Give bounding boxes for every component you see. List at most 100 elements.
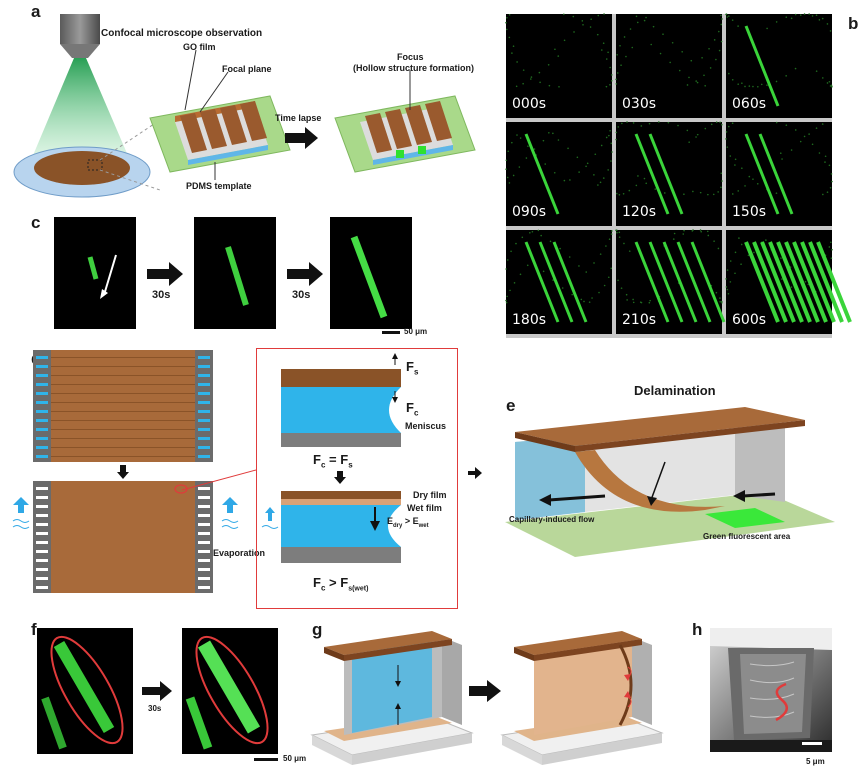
meniscus-label: Meniscus: [405, 421, 447, 431]
go-film-label: GO film: [183, 42, 216, 52]
fluorescent-line: [768, 241, 804, 323]
wet-film-label: Wet film: [407, 503, 442, 513]
panel-g-illustration-2: [500, 631, 664, 765]
fluorescent-line: [662, 241, 698, 323]
fluorescent-line: [634, 241, 670, 323]
micrograph-f2: [182, 628, 278, 754]
fluorescent-line: [524, 133, 560, 215]
fluorescent-line: [776, 241, 812, 323]
micrograph-c2: [194, 217, 276, 329]
fluorescent-line: [676, 241, 712, 323]
scale-bar-f: [254, 758, 278, 761]
pdms-label: PDMS template: [186, 181, 252, 191]
panel-label-h: h: [692, 620, 703, 639]
scale-h-label: 5 μm: [806, 757, 825, 766]
panel-d-template-top: [33, 350, 213, 462]
timelapse-frame: 060s: [725, 13, 833, 118]
delamination-title: Delamination: [634, 383, 716, 398]
scale-bar-h: [802, 742, 822, 745]
fluorescent-line: [800, 241, 836, 323]
step-c2-label: 30s: [292, 289, 311, 301]
focal-plane-label: Focal plane: [222, 64, 272, 74]
micrograph-c1: [54, 217, 136, 329]
scale-bar-c: [382, 331, 400, 334]
fluorescent-line: [690, 241, 726, 323]
fluorescent-line: [648, 133, 684, 215]
panel-e-illustration: [505, 407, 835, 557]
annotation-curve: [775, 682, 789, 722]
panel-label-e: e: [506, 396, 516, 415]
timelapse-frame: 150s: [725, 121, 833, 226]
step-f-label: 30s: [148, 704, 162, 713]
fluorescent-line: [538, 241, 574, 323]
arrow-right-icon: [469, 680, 501, 702]
equation-2: Fc > Fs(wet): [313, 575, 369, 593]
arrow-right-icon: [142, 681, 172, 701]
frame-time-label: 060s: [732, 96, 767, 112]
panel-label-f: f: [31, 620, 37, 639]
panel-d-template-bottom: [33, 481, 213, 593]
down-arrow-icon: [117, 465, 129, 479]
scale-f-label: 50 μm: [283, 754, 307, 763]
panel-a-illustration: [13, 14, 476, 198]
arrow-right-icon: [287, 262, 323, 286]
evaporation-right-icon: [221, 497, 239, 529]
fluorescent-line: [744, 133, 780, 215]
micrograph-f1: [37, 628, 133, 754]
fc-label: Fc: [406, 400, 419, 418]
laser-beam: [26, 58, 135, 172]
micrograph-c3: [330, 217, 412, 329]
fluorescent-line: [648, 241, 684, 323]
zoom-line: [181, 469, 257, 491]
frame-time-label: 120s: [622, 204, 657, 220]
microscope-label: Confocal microscope observation: [101, 28, 263, 39]
focus-label: Focus: [397, 52, 424, 62]
timelapse-frame: 000s: [505, 13, 613, 118]
arrow-to-e-icon: [468, 467, 482, 479]
time-lapse-arrow-icon: [285, 127, 318, 149]
frame-time-label: 000s: [512, 96, 547, 112]
frame-time-label: 150s: [732, 204, 767, 220]
timelapse-frame: 600s: [725, 230, 852, 334]
timelapse-frame: 120s: [615, 121, 723, 226]
scale-c-label: 50 μm: [404, 327, 428, 336]
dry-film-label: Dry film: [413, 490, 447, 500]
panel-b-grid: 000s 030s 060s 090s 120s 150s 180s 210s 600s: [505, 13, 852, 338]
flow-label: Capillary-induced flow: [509, 515, 595, 524]
timelapse-frame: 180s: [505, 229, 613, 334]
green-area-label: Green fluorescent area: [703, 532, 791, 541]
evaporation-label: Evaporation: [213, 548, 266, 558]
equation-1: Fc = Fs: [313, 452, 353, 470]
hollow-label: (Hollow structure formation): [353, 63, 474, 73]
timelapse-frame: 030s: [615, 14, 723, 118]
fluorescent-line: [552, 241, 588, 323]
sem-image-h: [710, 628, 832, 752]
fluorescent-line: [784, 241, 820, 323]
step-c1-label: 30s: [152, 289, 171, 301]
arrow-right-icon: [147, 262, 183, 286]
panel-label-g: g: [312, 620, 323, 639]
timelapse-frame: 210s: [615, 229, 726, 334]
evaporation-left-icon: [12, 497, 30, 529]
fluorescent-line: [808, 241, 844, 323]
fluorescent-line: [744, 241, 780, 323]
panel-g-illustration-1: [310, 631, 474, 765]
panel-label-b: b: [848, 14, 859, 33]
go-film-structure-1: [175, 101, 268, 165]
fluorescent-line: [634, 133, 670, 215]
go-top-film: [515, 407, 805, 446]
frame-time-label: 090s: [512, 204, 547, 220]
frame-time-label: 180s: [512, 312, 547, 328]
panel-label-c: c: [31, 213, 41, 232]
time-lapse-label: Time lapse: [275, 113, 322, 123]
timelapse-frame: 090s: [505, 122, 613, 226]
substrate-plane: [505, 492, 835, 557]
energy-label: Edry > Ewet: [387, 516, 429, 529]
panel-label-a: a: [31, 2, 41, 21]
fluorescent-line: [816, 241, 852, 323]
objective-lens-icon: [60, 14, 100, 44]
fluorescent-line: [758, 133, 794, 215]
frame-time-label: 210s: [622, 312, 657, 328]
fluorescent-line: [524, 241, 560, 323]
fluorescent-line: [752, 241, 788, 323]
